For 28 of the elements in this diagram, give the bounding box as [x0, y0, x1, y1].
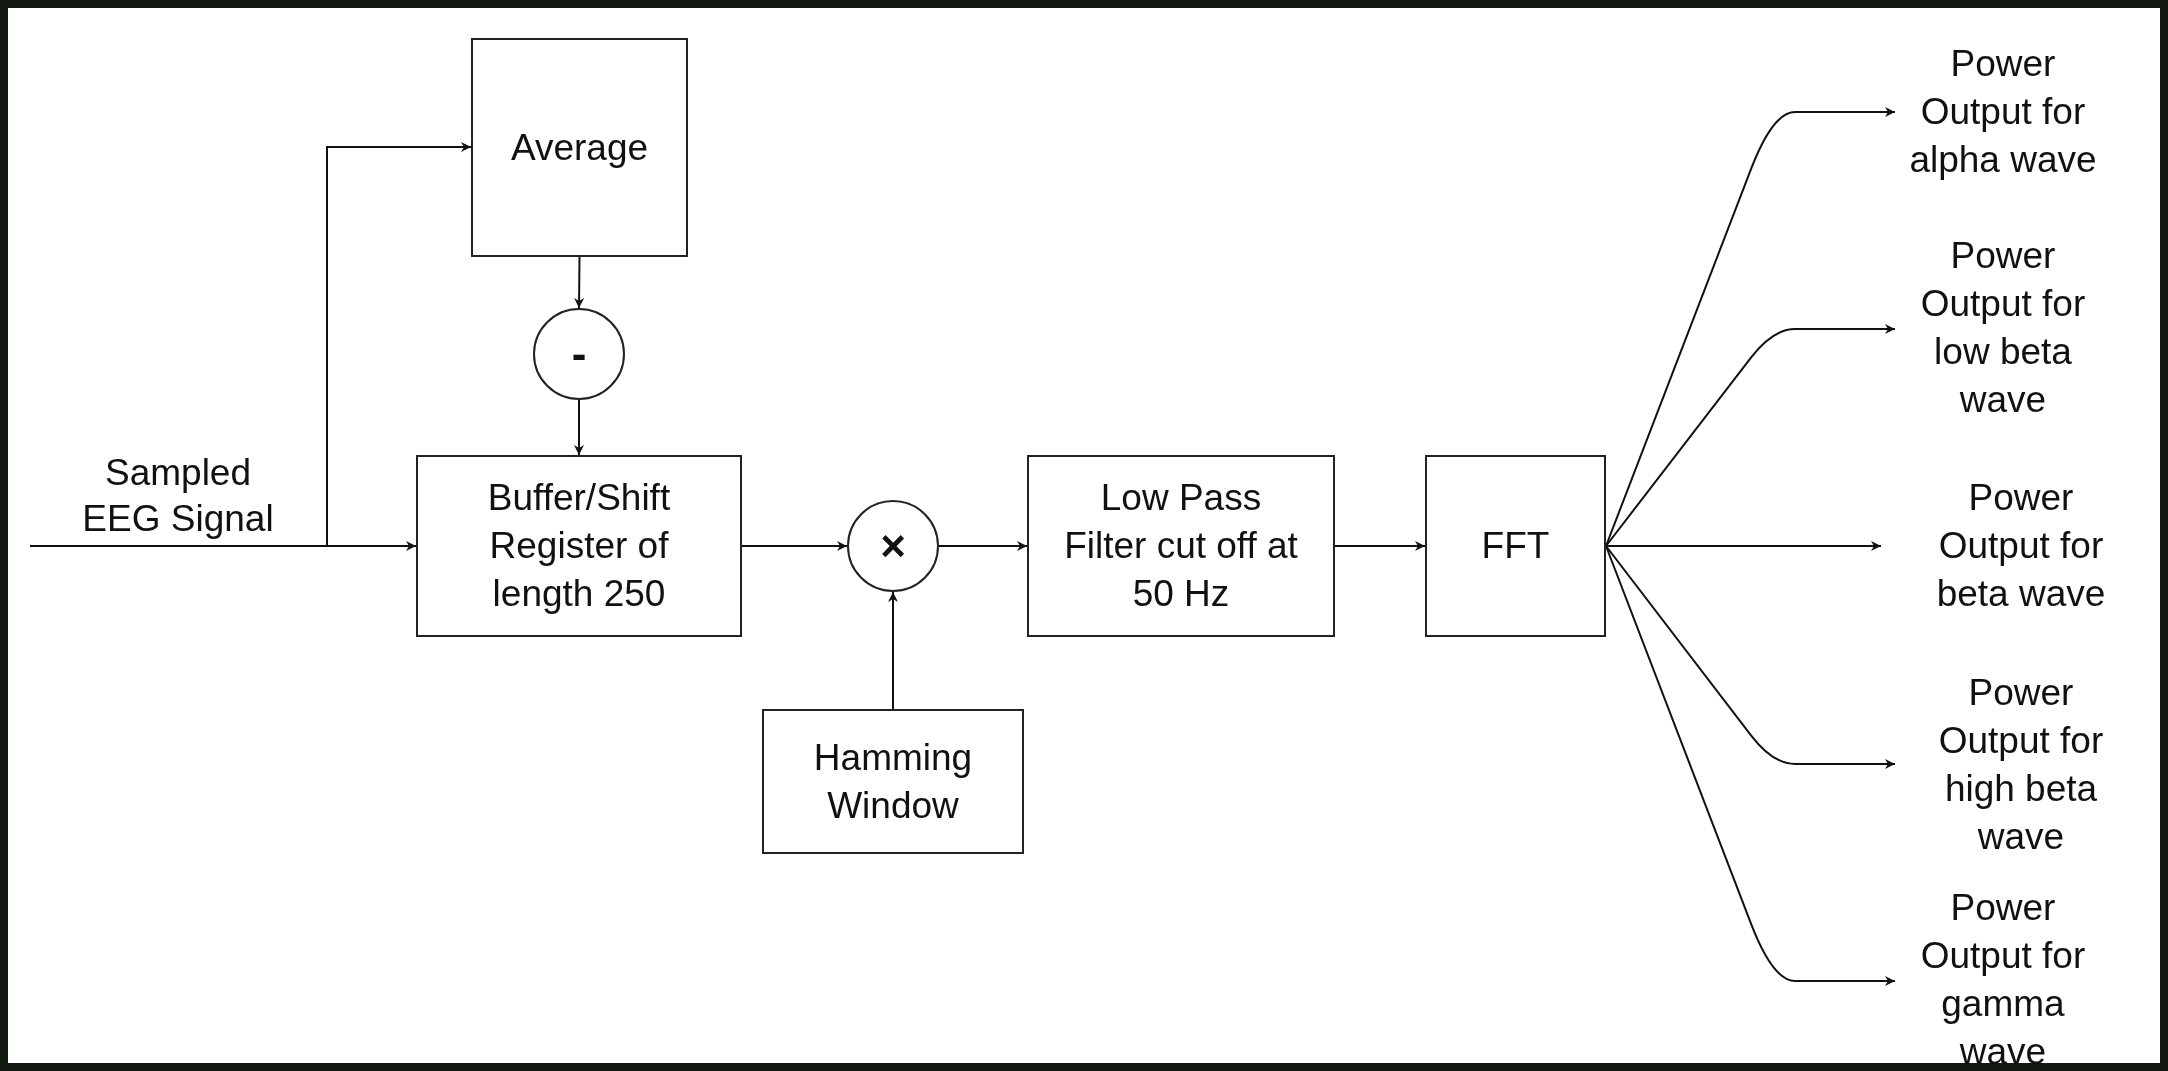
arrow	[29, 541, 417, 551]
node-text: ×	[880, 522, 906, 570]
arrow	[326, 142, 472, 547]
output-label: Power Output for alpha wave	[1908, 41, 2098, 182]
arrow	[741, 541, 848, 551]
output-label: Power Output for low beta wave	[1919, 234, 2087, 422]
arrow	[938, 541, 1028, 551]
process-box	[416, 455, 742, 637]
output-label: Power Output for beta wave	[1935, 476, 2107, 616]
node-text: Average	[510, 125, 649, 170]
arrow	[1334, 541, 1426, 551]
arrow	[888, 591, 898, 710]
node-text: -	[571, 330, 587, 378]
arrow	[1605, 324, 1896, 547]
arrow	[1605, 541, 1882, 551]
process-box	[1027, 455, 1335, 637]
process-box	[1425, 455, 1606, 637]
arrow	[1605, 545, 1896, 769]
process-box	[471, 38, 688, 257]
output-label: Power Output for high beta wave	[1937, 670, 2105, 859]
arrow	[574, 399, 584, 456]
node-text: Buffer/Shift Register of length 250	[486, 476, 672, 616]
node-text: Low Pass Filter cut off at 50 Hz	[1063, 476, 1299, 616]
arrow	[574, 256, 585, 309]
process-box	[762, 709, 1024, 854]
output-label: Power Output for gamma wave	[1919, 886, 2087, 1071]
node-text: Hamming Window	[812, 735, 974, 828]
node-text: FFT	[1481, 524, 1550, 568]
